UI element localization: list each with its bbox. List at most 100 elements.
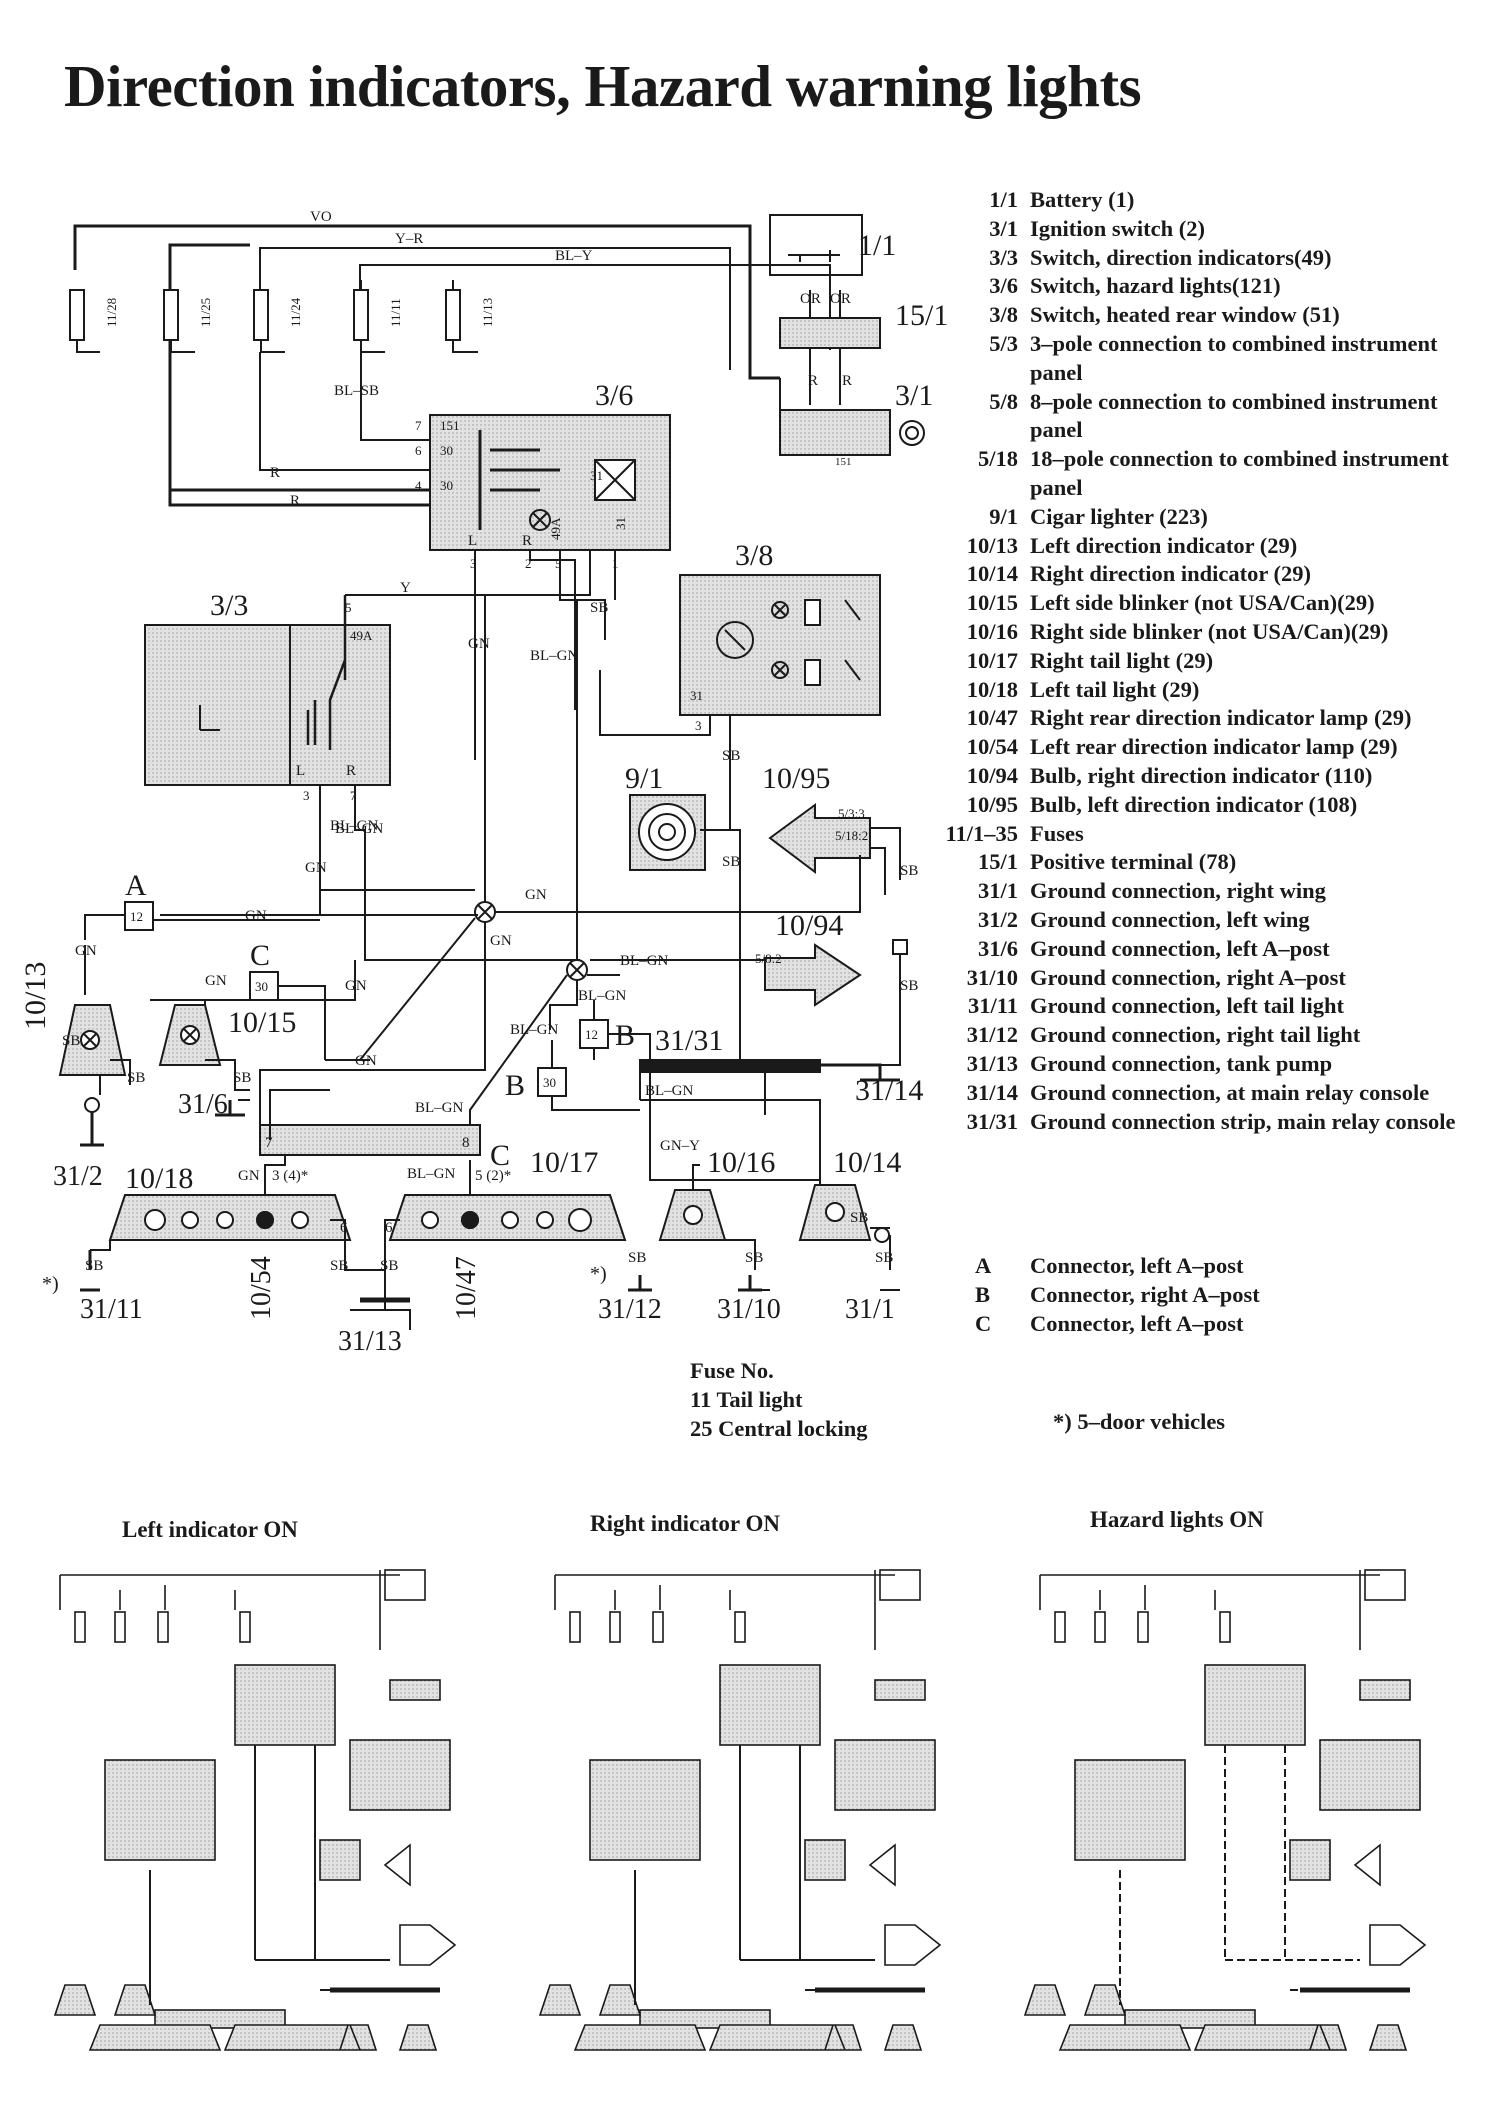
legend-text: Bulb, right direction indicator (110) [1030,762,1373,788]
wire-label-r-6: R [522,533,532,549]
panel-title-left: Left indicator ON [122,1517,298,1542]
wire-label-gn-4: GN [490,933,512,949]
wire-label-sb-15: SB [875,1250,893,1266]
pin-3: 3 [470,556,477,571]
wire-label-blgn-5: BL–GN [510,1022,559,1038]
legend-code: 10/16 [966,618,1018,644]
legend-code: 5/8 [989,388,1018,414]
panel-title-hazard: Hazard lights ON [1090,1507,1264,1532]
wire-label-yr: Y–R [395,231,423,247]
wire-label-l-1: L [296,763,305,779]
legend-text: Right rear direction indicator lamp (29) [1030,705,1412,731]
wire-label-sb-13: SB [745,1250,763,1266]
fuse-label-11-24: 11/24 [288,297,303,327]
legend-code: 5/18 [977,446,1018,472]
fuse-note-25: 25 Central locking [690,1415,868,1441]
star-note-2: *) [590,1263,607,1285]
pin-5: 5 [555,556,562,571]
legend-code: 10/13 [966,532,1018,558]
label-31-6: 31/6 [178,1089,228,1120]
legend-code: 31/13 [966,1050,1018,1076]
label-31-14: 31/14 [855,1074,923,1107]
wire-label-blgn-6: BL–GN [645,1083,694,1099]
label-1-1: 1/1 [858,229,896,262]
legend-code: 10/54 [966,734,1018,760]
label-31-31: 31/31 [655,1024,723,1057]
connector-12-a: 12 [130,909,143,924]
wire-label-r-1: R [270,465,280,481]
label-10-15: 10/15 [228,1006,296,1039]
pin-30-2: 30 [440,478,453,493]
positive-terminal [779,317,881,349]
wire-label-r-5: R [346,763,356,779]
legend-text: Switch, heated rear window (51) [1030,302,1340,328]
legend-text: Positive terminal (78) [1030,849,1237,875]
wire-label-blgn-9: BL–GN [407,1166,456,1182]
star-note-1: *) [42,1273,59,1295]
legend-code: 11/1–35 [945,820,1018,846]
wire-label-sb-1: SB [590,600,608,616]
legend-text: Ground connection, at main relay console [1030,1079,1430,1105]
wire-label-sb-2: SB [722,748,740,764]
wire-label-blgn-4: BL–GN [578,988,627,1004]
wire-label-y: Y [400,580,411,596]
connector-code: B [975,1281,991,1307]
wire-label-sb-11: SB [380,1258,398,1274]
wire-label-r-2: R [290,493,300,509]
label-3-8: 3/8 [735,539,773,572]
legend-text: Left rear direction indicator lamp (29) [1030,734,1398,760]
right-indicator-panel [538,1569,942,2051]
wire-label-blgn-7: BL–GN [330,818,379,834]
rear-connector [259,1124,481,1156]
fuse [253,289,269,341]
legend-code: 31/6 [977,935,1018,961]
wire-label-sb-10: SB [330,1258,348,1274]
connector-code: C [975,1310,992,1336]
fuse-notes: Fuse No. 11 Tail light 25 Central lockin… [690,1357,868,1443]
pin-5-3-3: 5/3:3 [838,806,865,821]
wire-label-sb-9: SB [85,1258,103,1274]
connector-text: Connector, right A–post [1030,1281,1260,1307]
wire-label-or-2: OR [830,291,851,307]
wire-label-sb-5: SB [900,978,918,994]
ground-strip [639,1059,821,1073]
legend-code: 10/17 [966,647,1018,673]
legend-code: 31/1 [977,878,1018,904]
legend-text: Ground connection, tank pump [1030,1050,1333,1076]
fuse [163,289,179,341]
pin-6-a: 6 [340,1220,348,1236]
label-10-18: 10/18 [125,1162,193,1195]
connector-text: Connector, left A–post [1030,1253,1244,1278]
pin-3-b: 3 [695,718,702,733]
wire-label-vo: VO [310,209,332,225]
pin-6: 6 [415,443,422,458]
label-10-13: 10/13 [19,962,52,1030]
legend-code: 3/1 [989,215,1018,241]
legend-text: Ground connection, right A–post [1030,964,1346,990]
legend-text: Battery (1) [1030,187,1135,212]
legend-text: Ground connection, right wing [1030,878,1326,904]
label-10-94: 10/94 [775,909,843,942]
wire-label-r-4: R [842,373,852,389]
legend-text: Ground connection, right tail light [1030,1022,1361,1048]
legend-code: 31/10 [966,964,1018,990]
wire-label-gn-7: GN [205,973,227,989]
connector-30-a: 30 [255,979,268,994]
wire-label-sb-8: SB [233,1070,251,1086]
pin-1: 1 [612,556,619,571]
legend-text: Ground connection, left A–post [1030,935,1330,961]
wire-label-bly: BL–Y [555,248,593,264]
pin-5-18-2: 5/18:2 [835,828,868,843]
legend-code: 31/31 [966,1108,1018,1134]
label-10-47: 10/47 [451,1256,482,1320]
legend-code: 3/6 [989,273,1018,299]
